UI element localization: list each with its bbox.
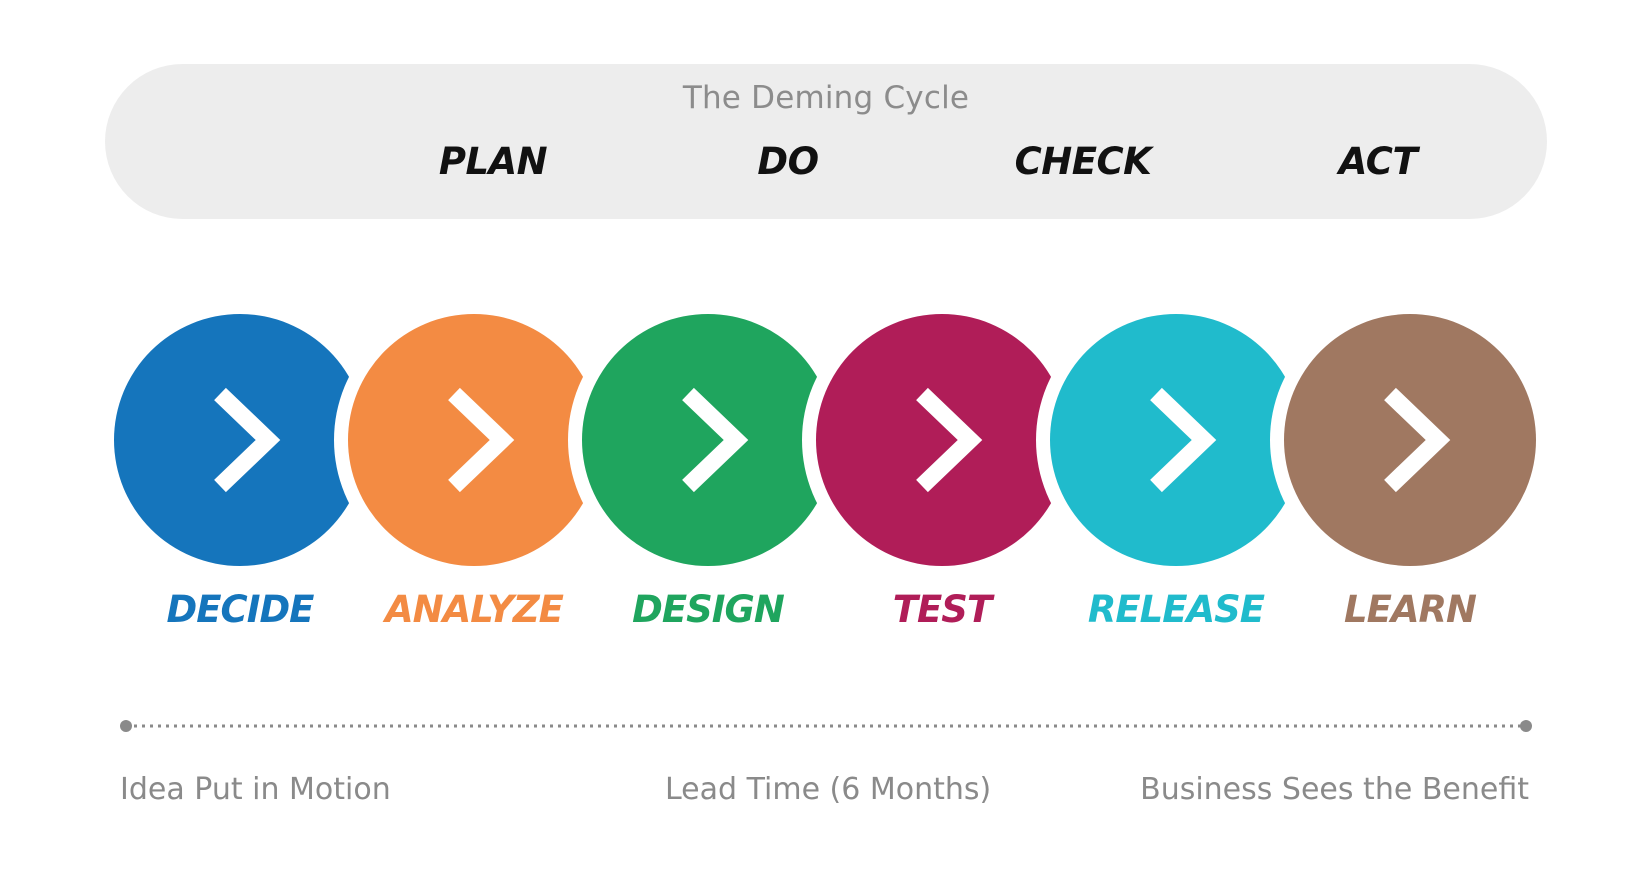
stage-label-test: TEST <box>892 588 992 631</box>
stage-label-release: RELEASE <box>1087 588 1265 631</box>
phase-act: ACT <box>1338 140 1418 183</box>
banner-title: The Deming Cycle <box>682 80 970 116</box>
phase-do: DO <box>757 140 819 183</box>
stage-label-analyze: ANALYZE <box>385 588 564 631</box>
stage-circle-design <box>568 300 848 580</box>
timeline-end-label: Business Sees the Benefit <box>1140 772 1529 807</box>
stage-circle-fill <box>114 314 366 566</box>
stage-label-design: DESIGN <box>632 588 785 631</box>
timeline-middle-label: Lead Time (6 Months) <box>665 772 992 807</box>
stage-circle-fill <box>1284 314 1536 566</box>
stage-circle-analyze <box>334 300 614 580</box>
phase-check: CHECK <box>1014 140 1152 183</box>
timeline <box>120 720 1532 732</box>
timeline-start-dot <box>120 720 132 732</box>
stage-circle-fill <box>348 314 600 566</box>
stage-circle-fill <box>582 314 834 566</box>
stage-circle-learn <box>1270 300 1550 580</box>
stage-circle-release <box>1036 300 1316 580</box>
timeline-end-dot <box>1520 720 1532 732</box>
stage-label-learn: LEARN <box>1344 588 1477 631</box>
stage-circle-layer <box>100 300 1550 580</box>
stage-circle-decide <box>100 300 380 580</box>
stage-circle-fill <box>1050 314 1302 566</box>
timeline-start-label: Idea Put in Motion <box>120 772 391 807</box>
stage-label-decide: DECIDE <box>166 588 315 631</box>
stage-circle-test <box>802 300 1082 580</box>
stage-circle-fill <box>816 314 1068 566</box>
phase-plan: PLAN <box>438 140 548 183</box>
deming-cycle-banner: The Deming Cycle PLAN DO CHECK ACT <box>105 64 1547 219</box>
